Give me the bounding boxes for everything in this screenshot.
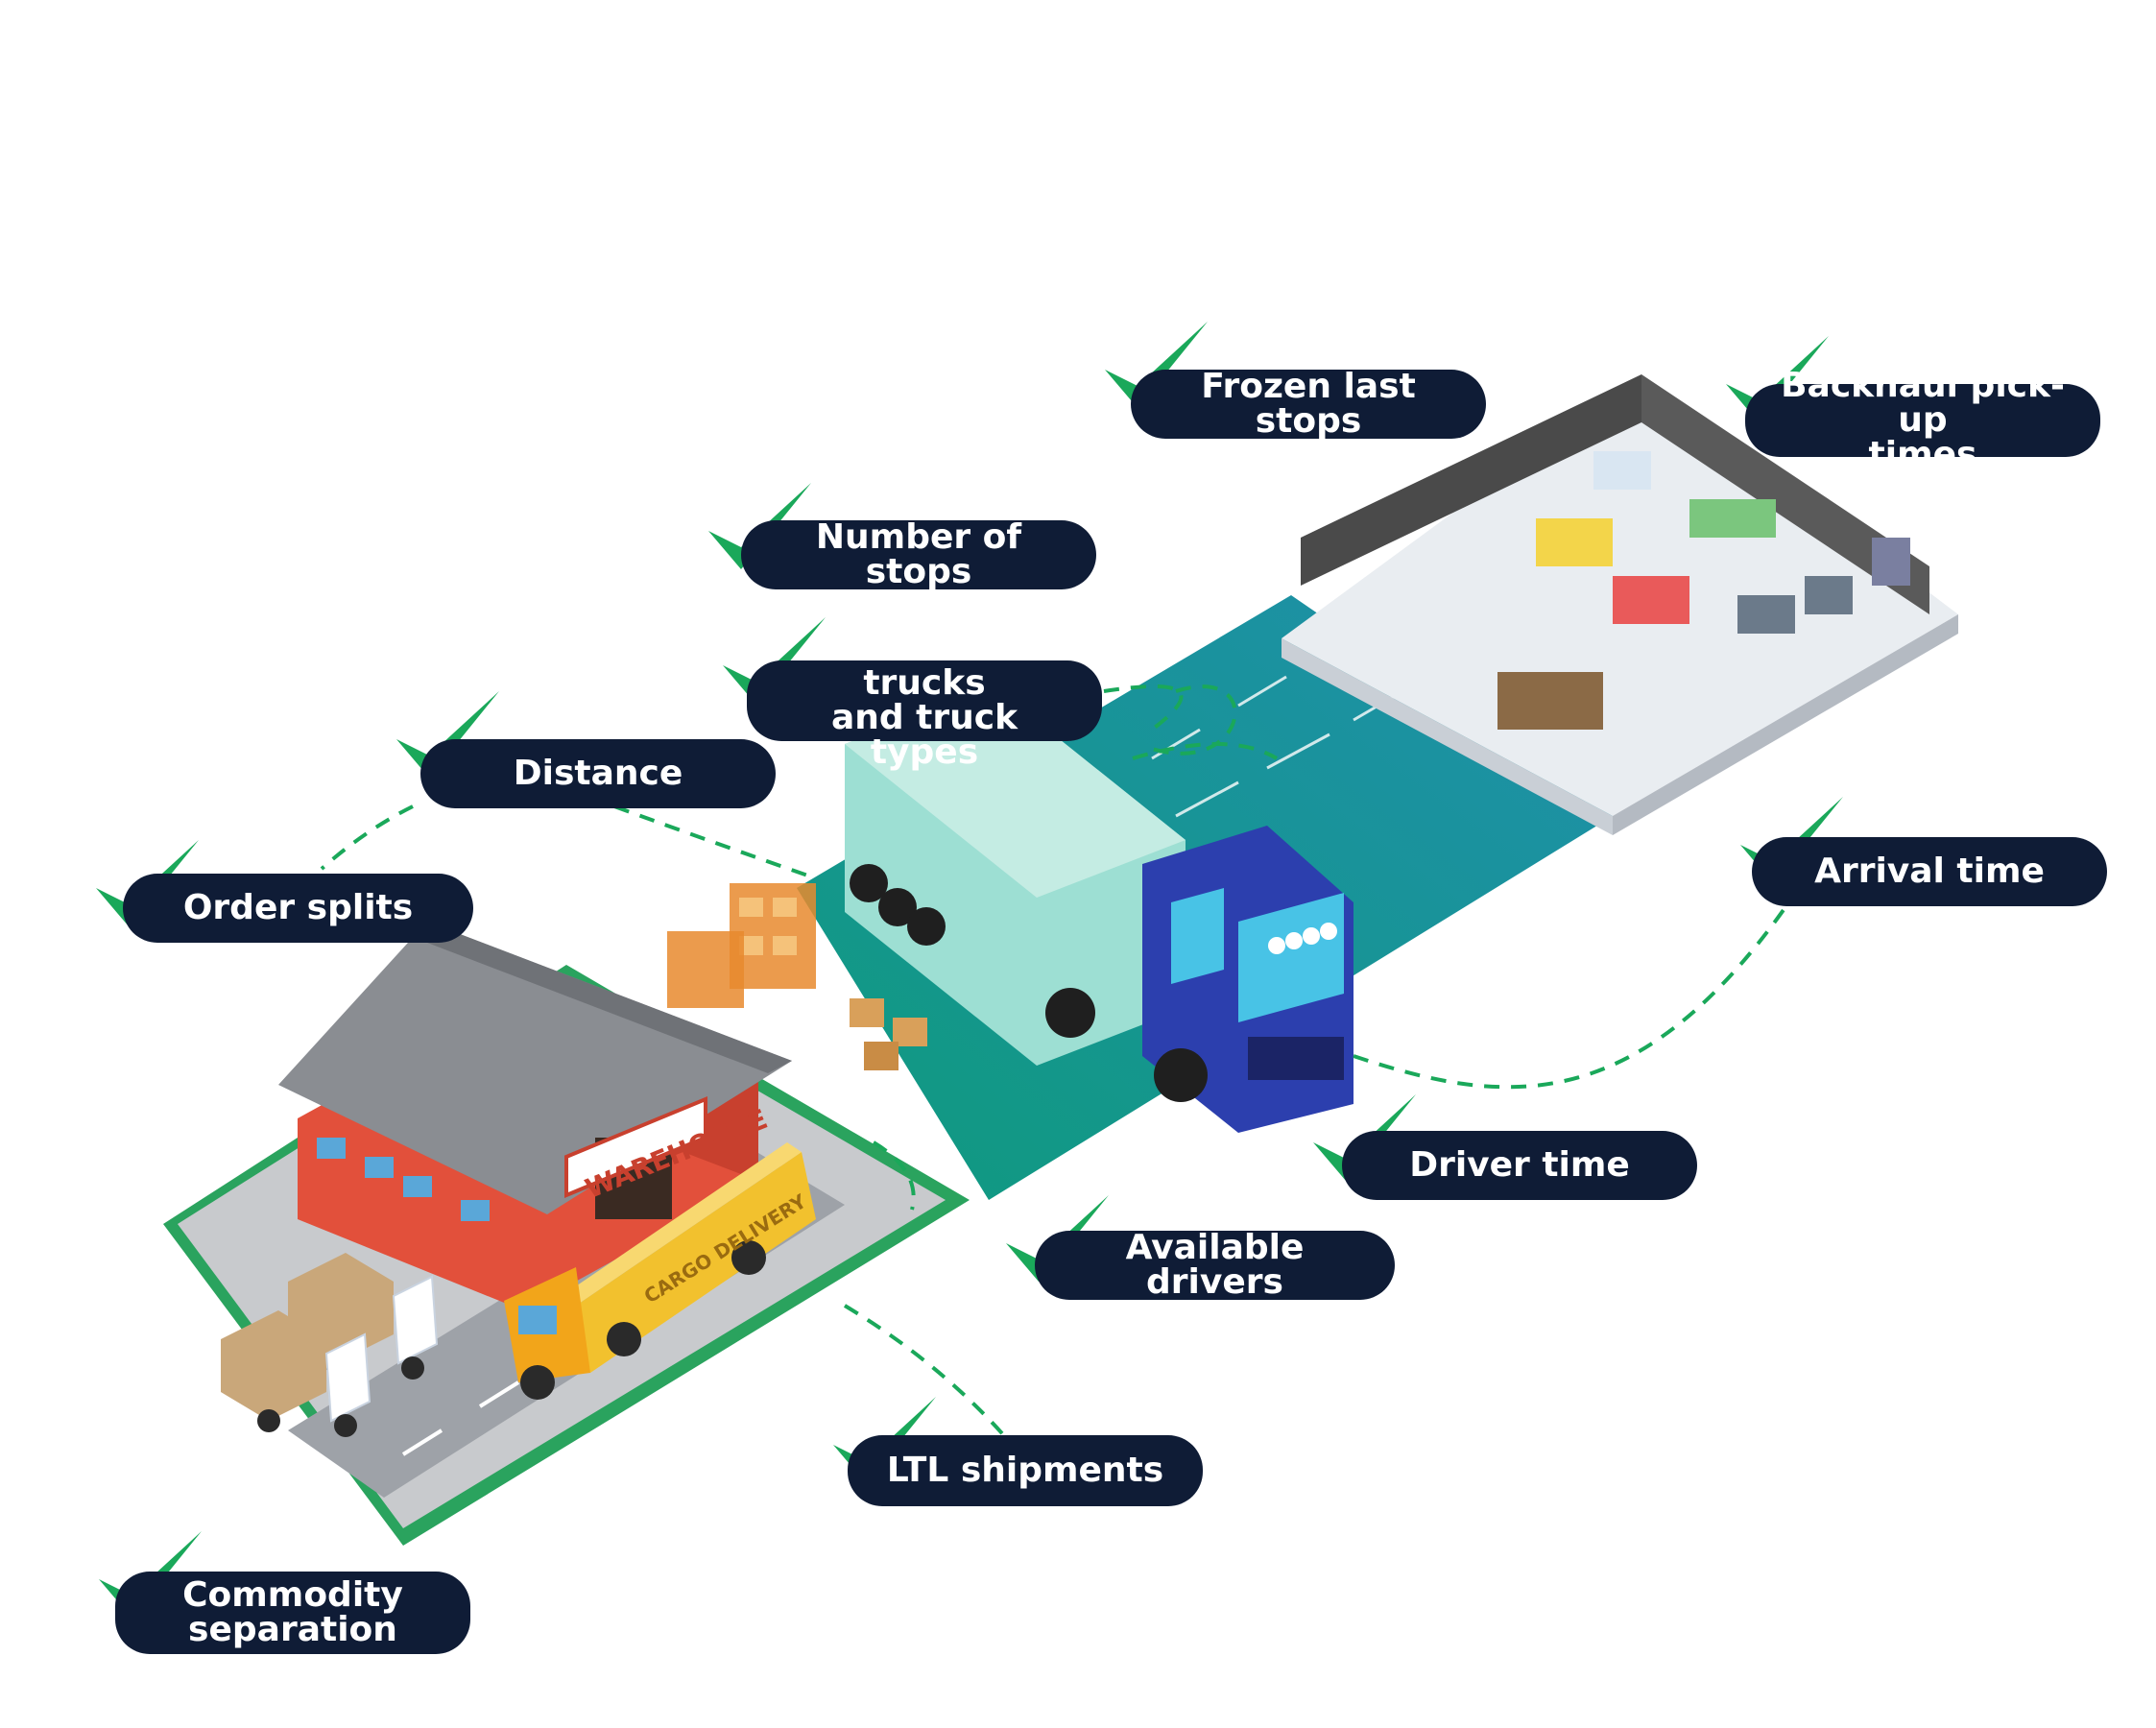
cargo-vans <box>221 1253 439 1437</box>
label-arrival-time: Arrival time <box>1752 837 2107 906</box>
check-icon-distance <box>396 691 499 778</box>
check-icon-driver-time <box>1313 1094 1416 1181</box>
supermarket <box>1282 374 1958 835</box>
label-commodity-separation: Commodity separation <box>115 1572 470 1654</box>
check-icon-available-drivers <box>1006 1195 1109 1282</box>
semi-truck <box>845 686 1353 1133</box>
label-ltl-shipments: LTL shipments <box>848 1435 1203 1506</box>
connector-lines <box>320 684 1787 1442</box>
label-driver-time: Driver time <box>1342 1131 1697 1200</box>
label-frozen-last-stops: Frozen last stops <box>1131 370 1486 439</box>
storage-racks <box>667 883 927 1070</box>
warehouse-building: WAREHOUSE <box>278 922 792 1310</box>
label-distance: Distance <box>420 739 776 808</box>
store-shelves <box>1497 451 1910 730</box>
label-available-drivers: Available drivers <box>1035 1231 1395 1300</box>
yellow-delivery-truck: CARGO DELIVERY <box>504 1142 816 1400</box>
label-order-splits: Order splits <box>123 874 473 943</box>
label-number-of-stops: Number of stops <box>741 520 1096 589</box>
label-backhaul-pickup-times: Backhaul pick-up times <box>1745 369 2100 472</box>
check-icon-frozen-last-stops <box>1105 322 1208 408</box>
check-icon-order-splits <box>96 840 199 926</box>
check-icon-number-of-stops <box>708 483 811 569</box>
warehouse-sign-board <box>564 1096 707 1198</box>
label-number-of-trucks: Number of trucks and truck types <box>747 632 1102 770</box>
